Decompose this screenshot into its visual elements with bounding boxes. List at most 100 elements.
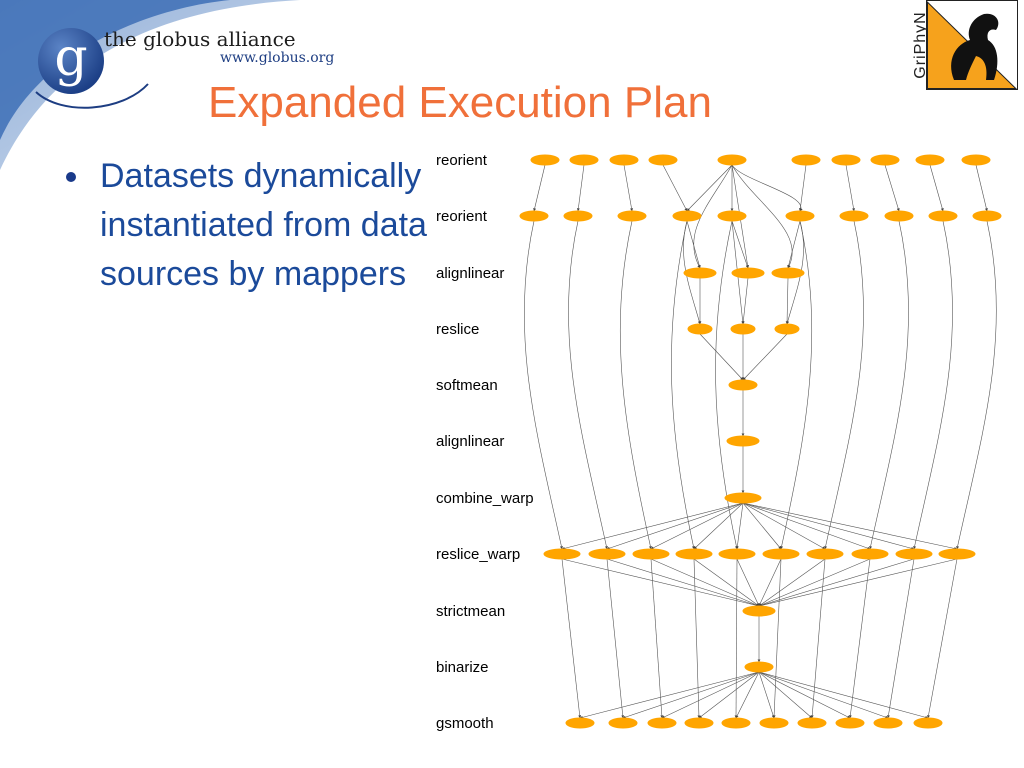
dependency-edge bbox=[561, 558, 582, 719]
dependency-edge bbox=[731, 220, 749, 269]
job-node-reorient bbox=[961, 154, 991, 166]
dependency-edge bbox=[758, 671, 889, 719]
job-node-reslice-warp bbox=[851, 548, 889, 560]
job-node-reslice bbox=[774, 323, 800, 335]
dependency-edge bbox=[693, 558, 760, 607]
dependency-edge bbox=[742, 502, 915, 550]
dependency-edge bbox=[956, 220, 997, 550]
logo-orbit-swoosh bbox=[35, 83, 149, 109]
job-node-reorient bbox=[839, 210, 869, 222]
dependency-edge bbox=[758, 671, 929, 719]
dependency-edge bbox=[523, 220, 563, 550]
dependency-edge bbox=[623, 164, 634, 212]
dependency-edge bbox=[758, 671, 851, 719]
job-node-reorient bbox=[785, 210, 815, 222]
dependency-edge bbox=[758, 558, 915, 607]
griffin-icon bbox=[926, 0, 1018, 90]
dependency-edge bbox=[758, 671, 813, 719]
slide-title: Expanded Execution Plan bbox=[208, 78, 712, 127]
job-node-gsmooth bbox=[913, 717, 943, 729]
job-node-reorient bbox=[519, 210, 549, 222]
job-node-reslice-warp bbox=[718, 548, 756, 560]
bullet-list: Datasets dynamically instantiated from d… bbox=[62, 152, 427, 299]
job-node-gsmooth bbox=[647, 717, 677, 729]
dependency-edge bbox=[671, 220, 695, 550]
dependency-edge bbox=[693, 502, 744, 550]
stage-label-gsmooth: gsmooth bbox=[436, 715, 494, 732]
job-node-gsmooth bbox=[684, 717, 714, 729]
stage-label-reslice: reslice bbox=[436, 321, 479, 338]
dependency-edge bbox=[929, 164, 944, 212]
stage-label-reorient: reorient bbox=[436, 152, 488, 169]
dependency-edge bbox=[742, 502, 782, 550]
dependency-edge bbox=[650, 558, 664, 719]
dependency-edge bbox=[606, 502, 744, 550]
stage-label-reorient: reorient bbox=[436, 208, 488, 225]
job-node-alignlinear bbox=[726, 435, 760, 447]
stage-label-strictmean: strictmean bbox=[436, 603, 505, 620]
dependency-edge bbox=[758, 671, 775, 719]
dependency-edge bbox=[606, 558, 625, 719]
dependency-edge bbox=[742, 502, 958, 550]
job-node-reslice-warp bbox=[632, 548, 670, 560]
dependency-edge bbox=[886, 558, 915, 719]
stage-label-alignlinear: alignlinear bbox=[436, 265, 504, 282]
bullet-item: Datasets dynamically instantiated from d… bbox=[62, 152, 427, 299]
dependency-edge bbox=[568, 220, 608, 550]
job-node-softmean bbox=[728, 379, 758, 391]
job-node-gsmooth bbox=[873, 717, 903, 729]
job-node-reorient bbox=[530, 154, 560, 166]
stage-label-softmean: softmean bbox=[436, 377, 498, 394]
dependency-edge bbox=[736, 558, 760, 607]
job-node-reslice-warp bbox=[895, 548, 933, 560]
bullet-text: Datasets dynamically instantiated from d… bbox=[100, 157, 427, 293]
job-node-gsmooth bbox=[608, 717, 638, 729]
dependency-edge bbox=[780, 220, 813, 550]
stage-label-reslice-warp: reslice_warp bbox=[436, 546, 520, 563]
stage-label-combine-warp: combine_warp bbox=[436, 490, 534, 507]
job-node-reorient bbox=[569, 154, 599, 166]
job-node-reorient bbox=[609, 154, 639, 166]
job-node-gsmooth bbox=[565, 717, 595, 729]
dependency-edge bbox=[913, 220, 953, 550]
dependency-edge bbox=[927, 558, 958, 719]
job-node-alignlinear bbox=[731, 267, 765, 279]
dependency-edge bbox=[622, 671, 760, 719]
job-node-reorient bbox=[791, 154, 821, 166]
dependency-edge bbox=[619, 220, 652, 550]
dependency-edge bbox=[758, 558, 871, 607]
job-node-gsmooth bbox=[797, 717, 827, 729]
dependency-edge bbox=[742, 502, 871, 550]
job-node-reorient bbox=[915, 154, 945, 166]
job-node-reorient bbox=[672, 210, 702, 222]
dependency-edge bbox=[742, 502, 826, 550]
dependency-edge bbox=[533, 164, 546, 212]
workflow-diagram: reorient reorient alignlinear reslice softme… bbox=[436, 152, 1002, 732]
job-node-reorient bbox=[928, 210, 958, 222]
dependency-edge bbox=[715, 220, 738, 550]
dependency-edge bbox=[576, 164, 585, 212]
job-node-reslice-warp bbox=[588, 548, 626, 560]
stage-label-alignlinear: alignlinear bbox=[436, 433, 504, 450]
job-node-reorient bbox=[717, 210, 747, 222]
job-node-reorient bbox=[831, 154, 861, 166]
job-node-reslice-warp bbox=[675, 548, 713, 560]
dependency-edge bbox=[741, 277, 749, 325]
dependency-edge bbox=[686, 164, 733, 212]
dependency-edge bbox=[606, 558, 760, 607]
job-node-alignlinear bbox=[771, 267, 805, 279]
job-node-reorient bbox=[972, 210, 1002, 222]
dependency-edge bbox=[824, 220, 864, 550]
dependency-edge bbox=[785, 277, 789, 325]
job-node-reslice bbox=[687, 323, 713, 335]
job-node-reorient bbox=[563, 210, 593, 222]
org-url: www.globus.org bbox=[220, 50, 335, 66]
dependency-edge bbox=[848, 558, 871, 719]
dependency-edge bbox=[798, 164, 807, 212]
job-node-binarize bbox=[744, 661, 774, 673]
dependency-edge bbox=[735, 502, 744, 550]
globus-alliance-logo: g the globus alliance www.globus.org bbox=[35, 26, 358, 116]
job-node-reslice-warp bbox=[762, 548, 800, 560]
dependency-edge bbox=[561, 558, 760, 607]
job-node-reorient bbox=[617, 210, 647, 222]
